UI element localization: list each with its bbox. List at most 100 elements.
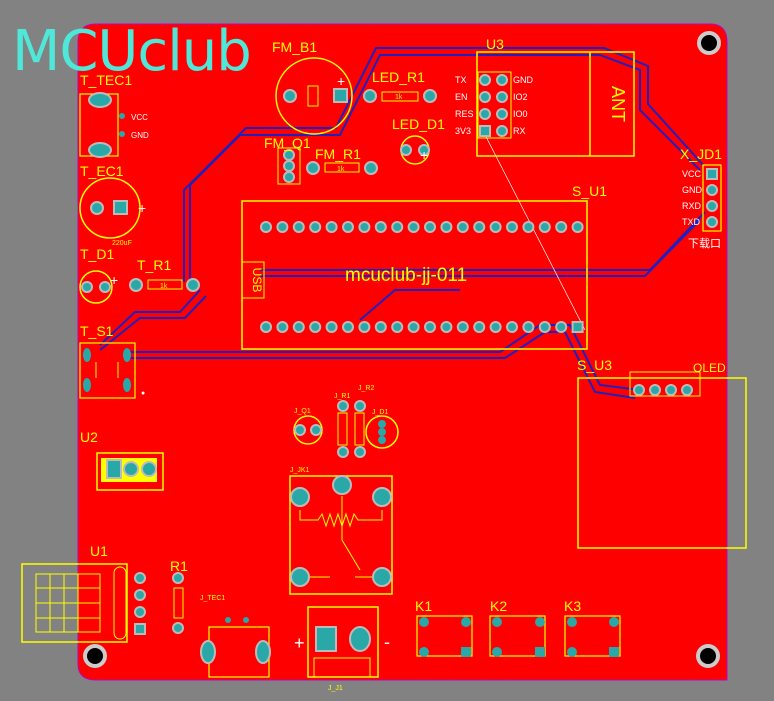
tec-pin-gnd: GND <box>131 131 149 140</box>
serial-pin-label: TXD <box>682 217 701 227</box>
mcu-pad-top <box>424 221 436 233</box>
mcu-pad-bottom <box>325 321 338 333</box>
polarity-marks: + + + + + - ● <box>110 73 428 653</box>
mcu-pad-top <box>538 221 551 233</box>
mount-hole-top-right <box>697 31 721 55</box>
usb-label: USB <box>250 268 264 293</box>
mcuclub-watermark: MCUclub <box>12 19 252 84</box>
serial-header-outline <box>702 164 722 232</box>
minus-mark-terminal: - <box>384 632 390 652</box>
tec-connector-j-tec1 <box>200 617 271 678</box>
label-k2: K2 <box>490 598 507 614</box>
mcu-pad-top <box>555 221 568 233</box>
mcu-pad-top <box>391 221 404 233</box>
label-t-ec1: T_EC1 <box>80 163 124 179</box>
tec-pin-vcc: VCC <box>131 113 148 122</box>
mcu-pad-bottom <box>407 321 420 333</box>
tracks <box>99 47 706 399</box>
resistor-t-r1 <box>129 278 200 292</box>
mcu-pad-top <box>325 221 338 233</box>
label-oled: OLED <box>693 361 726 375</box>
mcu-pad-bottom <box>358 321 371 333</box>
esp-pad-left <box>479 108 491 120</box>
label-s-u1: S_U1 <box>572 183 607 199</box>
switch-t-s1 <box>79 342 136 399</box>
esp-module-u3: ANT <box>476 51 635 157</box>
mount-hole-bottom-left <box>83 644 107 668</box>
label-t-tec1: T_TEC1 <box>80 72 132 88</box>
relay-driver-area <box>293 400 399 458</box>
mcu-pad-bottom <box>391 321 404 333</box>
mcu-pad-top <box>440 221 453 233</box>
mcu-pad-top <box>489 221 502 233</box>
mcu-pad-bottom <box>342 321 354 333</box>
label-j-d1: J_D1 <box>372 409 388 416</box>
esp-pin-label: RX <box>513 126 526 136</box>
label-j-r2: J_R2 <box>358 385 374 392</box>
serial-pin-label: GND <box>682 185 703 195</box>
esp-antenna-label: ANT <box>608 86 628 122</box>
serial-pin-label: VCC <box>682 169 702 179</box>
esp-pin-label: IO0 <box>513 109 528 119</box>
serial-port-label: 下载口 <box>688 237 721 250</box>
mcu-board-s-u1: USB <box>241 200 588 350</box>
label-x-jd1: X_JD1 <box>680 146 722 162</box>
mcu-pad-top <box>506 221 518 233</box>
serial-pad <box>706 216 718 228</box>
mcu-pad-bottom <box>522 321 535 333</box>
oled-pad <box>665 384 677 396</box>
pin-labels: VCC GND 下载口 <box>131 113 721 250</box>
board-name: mcuclub-jj-011 <box>345 265 467 286</box>
esp-pad-right <box>496 108 508 120</box>
label-t-r1: T_R1 <box>137 257 171 273</box>
mcu-pad-bottom <box>309 321 322 333</box>
mcu-pad-top <box>456 221 469 233</box>
mcu-pad-top <box>522 221 535 233</box>
oled-pad <box>681 384 693 396</box>
esp-pad-left <box>479 74 491 86</box>
led-d1 <box>400 135 430 165</box>
dot-mark-switch: ● <box>141 390 145 397</box>
label-j-r1: J_R1 <box>334 393 350 400</box>
esp-pin-label: EN <box>455 92 468 102</box>
label-fm-b1: FM_B1 <box>272 39 317 55</box>
serial-pad <box>706 184 718 196</box>
mcu-pad-bottom <box>292 321 305 333</box>
mcu-pad-top <box>407 221 420 233</box>
esp-pad-left <box>479 125 491 137</box>
transistor-fm-q1 <box>277 147 301 185</box>
value-t-ec1: 220uF <box>112 240 132 247</box>
mcu-pad-top <box>374 221 387 233</box>
mcu-pad-bottom <box>506 321 518 333</box>
label-t-d1: T_D1 <box>80 246 114 262</box>
esp-pad-left <box>479 91 491 103</box>
mcu-pad-top <box>292 221 305 233</box>
mcu-pad-bottom <box>538 321 551 333</box>
small-designators: J_Q1 J_R1 J_R2 J_D1 J_JK1 J_TEC1 J_J1 <box>200 385 388 692</box>
label-j-q1: J_Q1 <box>294 408 311 415</box>
mcu-pad-bottom <box>374 321 387 333</box>
serial-pad <box>706 168 718 180</box>
esp-pad-right <box>496 125 508 137</box>
tec-connector-t-tec1 <box>79 92 125 158</box>
sensor-u1 <box>21 563 146 643</box>
value-led-r1: 1k <box>395 94 403 101</box>
relay-j-jk1 <box>289 475 393 595</box>
resistor-r1 <box>172 572 184 634</box>
label-k3: K3 <box>564 598 581 614</box>
oled-pad <box>649 384 661 396</box>
plus-mark-led: + <box>110 272 118 288</box>
label-r1: R1 <box>170 558 188 574</box>
capacitor-t-ec1 <box>79 177 141 239</box>
esp-pad-right <box>496 74 508 86</box>
mcu-pad-bottom <box>571 321 584 333</box>
mcu-pad-bottom <box>473 321 486 333</box>
plus-mark-cap: + <box>138 200 146 216</box>
mcu-pad-top <box>342 221 354 233</box>
mcu-pad-top <box>571 221 584 233</box>
oled-module <box>577 371 747 549</box>
designators: FM_B1 U3 T_TEC1 LED_R1 LED_D1 FM_Q1 FM_R… <box>80 36 726 614</box>
label-j-j1: J_J1 <box>328 685 343 692</box>
label-led-r1: LED_R1 <box>372 69 425 85</box>
